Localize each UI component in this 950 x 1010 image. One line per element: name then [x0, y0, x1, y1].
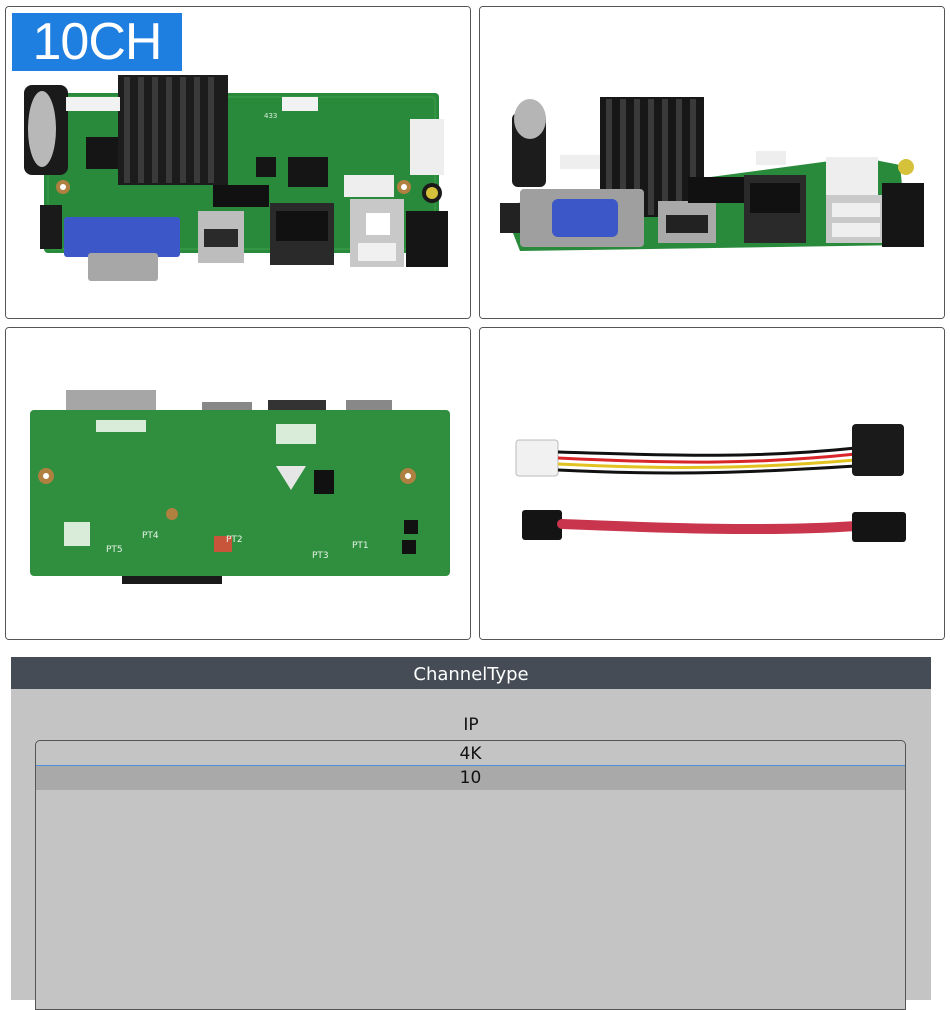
- channel-type-dialog: ChannelType IP 4K 10: [11, 657, 931, 1010]
- pcb-label-pt2: PT2: [226, 535, 243, 545]
- photo-panel-bottom-view: PT5 PT4 PT2 PT3 PT1: [5, 327, 471, 640]
- option-4k[interactable]: 4K: [36, 741, 905, 766]
- pcb-label-pt5: PT5: [106, 545, 123, 555]
- pcb-label-pt3: PT3: [312, 551, 329, 561]
- photo-panel-top-view: 433 10CH: [5, 6, 471, 319]
- board-top-image: 433: [6, 7, 470, 318]
- chip-marking: 433: [264, 112, 277, 120]
- board-bottom-image: PT5 PT4 PT2 PT3 PT1: [6, 328, 470, 639]
- sata-cables-image: [480, 328, 944, 639]
- photo-panel-angle-view: [479, 6, 945, 319]
- pcb-label-pt1: PT1: [352, 541, 369, 551]
- pcb-label-pt4: PT4: [142, 531, 159, 541]
- dialog-title: ChannelType: [11, 657, 931, 689]
- channel-count-badge: 10CH: [12, 13, 182, 71]
- option-10[interactable]: 10: [36, 766, 905, 790]
- channel-option-list[interactable]: 4K 10: [35, 740, 906, 1010]
- channel-type-value: IP: [463, 715, 479, 735]
- board-angle-image: [480, 7, 944, 318]
- photo-panel-cables: [479, 327, 945, 640]
